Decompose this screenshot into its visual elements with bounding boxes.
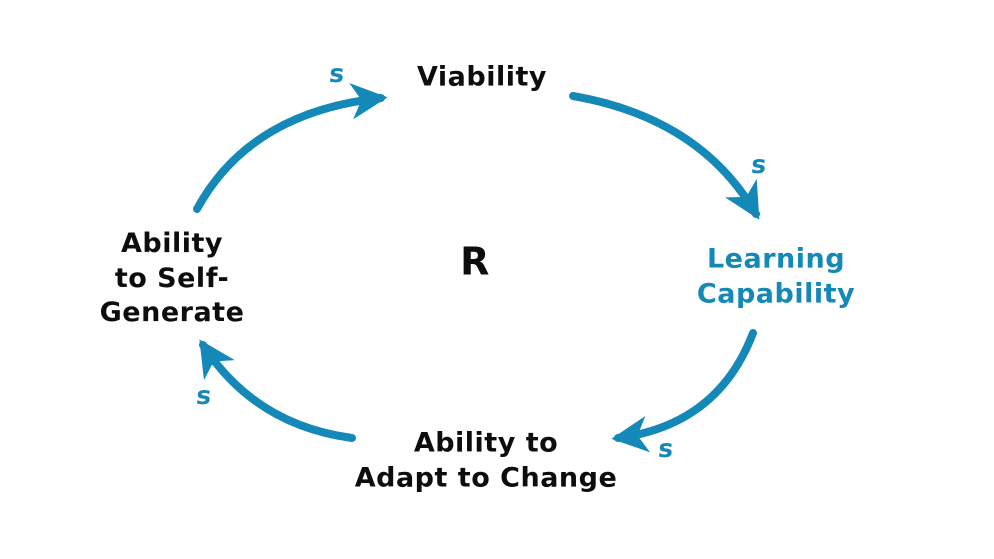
link-arrow-self-generate-to-viability: [193, 82, 388, 213]
node-label-adapt-to-change: Ability to Adapt to Change: [354, 427, 618, 493]
reinforcing-loop-label: R: [460, 239, 490, 284]
node-label-learning-capability: Learning Capability: [696, 243, 856, 309]
link-arrow-learning-capability-to-adapt: [611, 329, 757, 453]
link-arrow-viability-to-learning-capability: [569, 92, 760, 220]
node-label-self-generate: Ability to Self- Generate: [99, 228, 245, 329]
node-label-viability: Viability: [417, 61, 547, 93]
link-arrow-adapt-to-self-generate: [199, 339, 356, 442]
